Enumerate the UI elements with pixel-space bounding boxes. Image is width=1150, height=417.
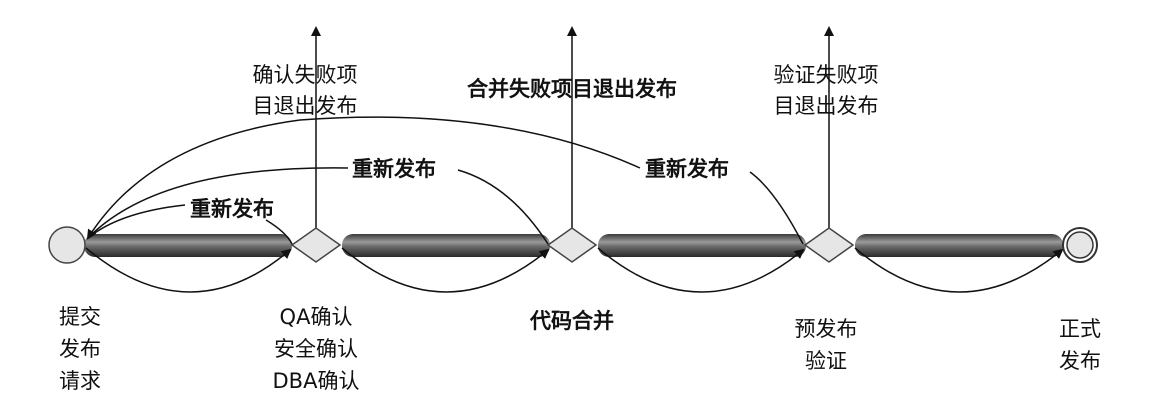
stage-label-submit: 发布 [59,337,101,361]
stage-label-release: 正式 [1059,317,1101,341]
exit-label-3: 目退出发布 [774,94,879,118]
phase-bar-3 [598,234,806,257]
stage-label-preverify: 预发布 [795,317,858,341]
phase-bar-2 [342,234,550,257]
stage-label-submit: 请求 [59,369,101,393]
flow-arc-4 [854,247,1064,293]
phase-bar-4 [855,234,1063,257]
retry-label-2: 重新发布 [352,157,436,181]
end-node-inner [1066,231,1094,259]
stage-label-confirm: QA确认 [280,305,353,329]
stage-label-confirm: 安全确认 [274,337,358,361]
decision-node-confirm [290,227,342,263]
exit-label-1: 目退出发布 [253,94,358,118]
stage-label-confirm: DBA确认 [273,369,360,393]
flow-arc-2 [341,247,550,293]
exit-label-3: 验证失败项 [774,63,879,87]
stage-label-release: 发布 [1059,349,1101,373]
stage-label-merge: 代码合并 [529,309,614,333]
decision-node-verify [803,227,855,263]
retry-label-1: 重新发布 [190,197,274,221]
exit-label-1: 确认失败项 [253,63,358,87]
flow-arc-1 [85,247,292,293]
start-node [48,226,86,264]
flow-arc-3 [597,247,805,293]
retry-curve-3 [88,116,804,244]
retry-curve-2 [87,167,549,245]
decision-node-merge [546,227,598,263]
stage-label-preverify: 验证 [805,349,847,373]
retry-label-3: 重新发布 [645,157,729,181]
phase-bar-1 [84,234,292,257]
exit-label-2: 合并失败项目退出发布 [467,77,677,101]
stage-label-submit: 提交 [59,305,101,329]
